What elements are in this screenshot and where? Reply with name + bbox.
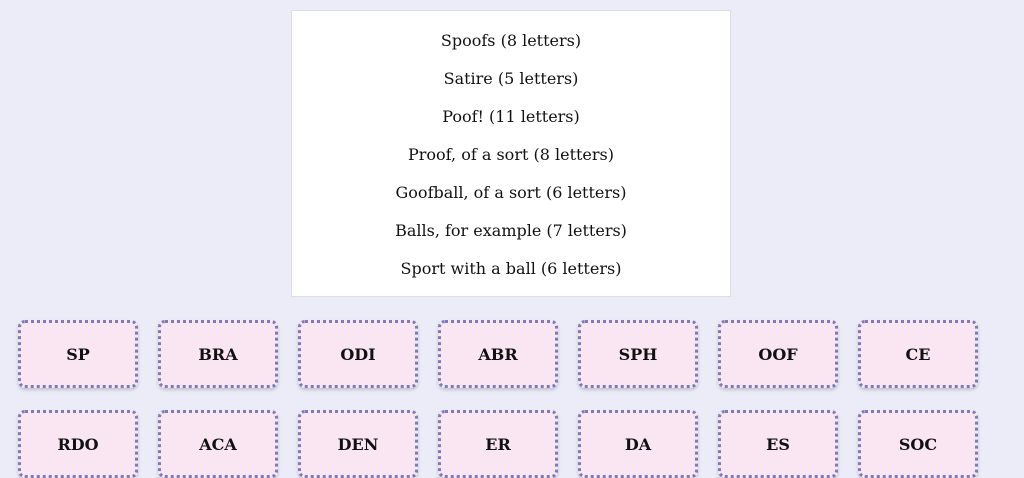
letter-tile[interactable]: DEN — [298, 410, 418, 478]
letter-tile[interactable]: SP — [18, 320, 138, 388]
clue-item: Satire (5 letters) — [443, 69, 579, 88]
letter-tile[interactable]: RDO — [18, 410, 138, 478]
letter-tile[interactable]: ER — [438, 410, 558, 478]
clue-item: Spoofs (8 letters) — [440, 31, 582, 50]
clue-item: Sport with a ball (6 letters) — [400, 259, 622, 278]
letter-tile[interactable]: DA — [578, 410, 698, 478]
letter-tile[interactable]: BRA — [158, 320, 278, 388]
letter-tile[interactable]: SPH — [578, 320, 698, 388]
letter-tile[interactable]: ODI — [298, 320, 418, 388]
letter-tile[interactable]: OOF — [718, 320, 838, 388]
letter-tile[interactable]: ABR — [438, 320, 558, 388]
letter-tile[interactable]: SOC — [858, 410, 978, 478]
letter-tile-grid: SP BRA ODI ABR SPH OOF CE RDO ACA DEN ER… — [18, 320, 978, 478]
clue-panel: Spoofs (8 letters) Satire (5 letters) Po… — [291, 10, 731, 297]
letter-tile[interactable]: ES — [718, 410, 838, 478]
clue-item: Poof! (11 letters) — [442, 107, 580, 126]
clue-item: Balls, for example (7 letters) — [395, 221, 627, 240]
letter-tile[interactable]: ACA — [158, 410, 278, 478]
clue-item: Goofball, of a sort (6 letters) — [395, 183, 627, 202]
clue-item: Proof, of a sort (8 letters) — [408, 145, 614, 164]
letter-tile[interactable]: CE — [858, 320, 978, 388]
